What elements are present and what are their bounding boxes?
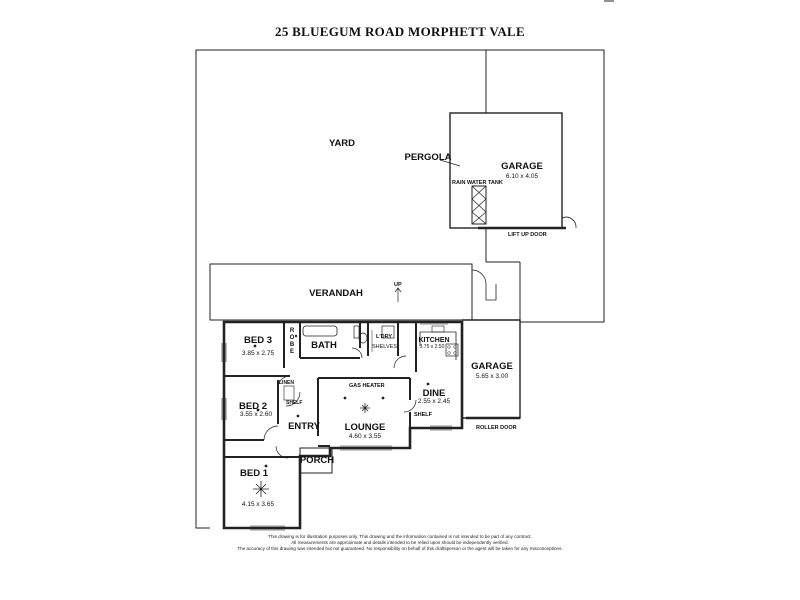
yard-label: YARD [328, 138, 356, 149]
verandah-label: VERANDAH [309, 288, 363, 299]
door-swings [263, 347, 417, 459]
lift-up-door-label: LIFT UP DOOR [508, 232, 547, 238]
bed3-label: BED 3 [244, 335, 272, 346]
bathtub [302, 325, 338, 337]
bed1-label: BED 1 [240, 468, 268, 479]
rain-water-tank-label: RAIN WATER TANK [452, 180, 503, 186]
yard-boundary [195, 49, 605, 529]
garage-front-label: GARAGE [471, 361, 513, 372]
page-title: 25 BLUEGUM ROAD MORPHETT VALE [275, 24, 525, 39]
rain-water-tank-box [471, 185, 487, 225]
bed2-dims: 3.55 x 2.60 [239, 411, 273, 418]
bed3-dims: 3.85 x 2.75 [241, 350, 275, 357]
garage-rear-dims: 6.10 x 4.05 [505, 173, 539, 180]
bath-label: BATH [311, 340, 337, 351]
laundry-trough [381, 325, 395, 339]
kitchen-label: KITCHEN [418, 337, 450, 344]
kitchen-dims: 3.75 x 2.50 [419, 344, 445, 350]
disclaimer-line-3: The accuracy of this drawing was intende… [237, 546, 563, 551]
roller-door-label: ROLLER DOOR [476, 425, 517, 431]
disclaimer-line-1: This drawing is for illustration purpose… [268, 534, 532, 539]
dine-label: DINE [422, 388, 446, 399]
shelf-dine-label: SHELF [414, 412, 433, 418]
bed1-dims: 4.15 x 3.65 [241, 501, 275, 508]
porch-outline [299, 447, 333, 474]
ldry-label: L'DRY [376, 334, 393, 340]
verandah-side-gate [471, 269, 497, 301]
porch-label: PORCH [299, 455, 335, 466]
shelves-label: SHELVES [372, 344, 397, 350]
entry-label: ENTRY [288, 421, 320, 432]
kitchen-sink [431, 325, 445, 333]
robe-label: ROBE [289, 328, 295, 355]
vanity [353, 325, 360, 339]
up-arrow-icon [394, 287, 402, 302]
shelf-hall-label: SHELF [286, 400, 303, 406]
toilet [358, 332, 368, 344]
lounge-label: LOUNGE [344, 422, 386, 433]
windows [221, 319, 510, 531]
ceiling-fan-icon [253, 403, 370, 497]
pergola-label: PERGOLA [404, 152, 452, 163]
garage-front-dims: 5.65 x 3.00 [475, 373, 509, 380]
linen-cupboard [283, 385, 295, 401]
interior-walls [224, 322, 417, 458]
light-points [253, 334, 430, 468]
pergola-pointer [439, 159, 461, 167]
garage-rear-label: GARAGE [501, 161, 543, 172]
gas-heater-label: GAS HEATER [349, 383, 385, 389]
tank-hatching [471, 185, 487, 225]
bed2-label: BED 2 [239, 401, 267, 412]
lounge-dims: 4.60 x 3.55 [348, 433, 382, 440]
dine-dims: 2.55 x 2.45 [417, 398, 451, 405]
up-label: UP [394, 282, 402, 288]
linen-label: LINEN [279, 380, 294, 386]
disclaimer-line-2: All measurements are approximate and det… [291, 540, 509, 545]
cooktop [445, 343, 459, 357]
garage-side-door-swing [561, 216, 577, 229]
